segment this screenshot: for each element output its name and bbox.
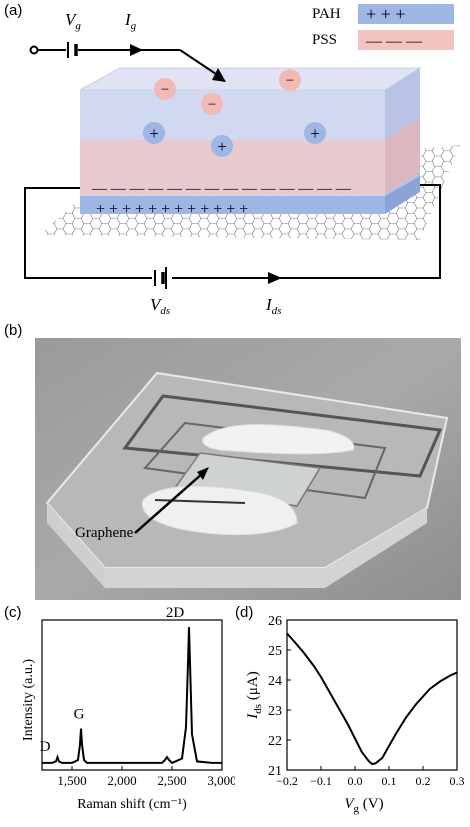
raman-line	[42, 627, 222, 765]
svg-text:+: +	[310, 124, 320, 143]
bottom-electrode	[141, 485, 298, 536]
x-tick-label: 2,000	[107, 773, 136, 788]
panel-b-label: (b)	[4, 322, 23, 339]
x-tick-label: 0.3	[450, 774, 465, 788]
x-tick-label: −0.2	[276, 774, 298, 788]
pss-layer-side	[385, 118, 420, 195]
positive-ions: + + +	[143, 122, 326, 157]
legend-pah-swatch	[358, 4, 454, 24]
transfer-line	[286, 632, 458, 766]
y-tick-label: 25	[268, 644, 282, 659]
y-tick-label: 21	[268, 764, 282, 779]
gate-line-arrowhead	[212, 68, 226, 82]
peak-label-g: G	[74, 707, 85, 723]
x-tick-label: 3,000	[207, 773, 235, 788]
plot-frame	[41, 619, 223, 771]
top-electrode	[202, 424, 355, 455]
pah-layer-side	[385, 176, 420, 214]
svg-text:+: +	[217, 137, 227, 156]
gate-voltage-label: Vg	[65, 10, 81, 32]
svg-text:−: −	[286, 73, 294, 89]
panel-c-label: (c)	[4, 604, 22, 621]
gate-circuit	[29, 42, 223, 79]
device-photograph	[35, 338, 461, 600]
x-tick-label: 0.2	[416, 774, 431, 788]
pss-charge-row: — — — — — — — — — — — — — —	[91, 181, 352, 197]
negative-ions: − − −	[154, 69, 301, 115]
ds-current-arrow	[268, 272, 282, 284]
ds-voltage-label: Vds	[150, 295, 170, 317]
legend-pah-symbols: + + +	[366, 4, 405, 24]
panel-d-transfer: (d) −0.2 −0.1 0.0 0.1 0.2 0.3 21 22 23 24 25 26 Vg (…	[235, 602, 470, 822]
y-tick-label: 26	[268, 614, 282, 629]
x-tick-label: 0.0	[348, 774, 363, 788]
peak-label-d: D	[40, 739, 51, 755]
ds-current-label: Ids	[265, 295, 281, 317]
device-schematic: — — — — — — — — — — — — — — + + + + + + …	[24, 4, 460, 317]
legend-pah-label: PAH	[312, 6, 341, 22]
graphene-pointer	[134, 472, 204, 534]
panel-a-schematic: (a) — — — — — — — — — — — — — — + + + + …	[0, 0, 470, 320]
x-tick-label: −0.1	[310, 774, 332, 788]
graphene-pointer-head	[197, 467, 209, 480]
pah-layer	[80, 196, 385, 214]
x-axis-label: Vg (V)	[344, 796, 383, 815]
y-tick-label: 23	[268, 704, 282, 719]
graphene-annotation: Graphene	[75, 525, 134, 541]
x-tick-label: 2,500	[157, 773, 186, 788]
transfer-curve-chart: −0.2 −0.1 0.0 0.1 0.2 0.3 21 22 23 24 25 26 Vg (V) Id…	[245, 614, 465, 815]
drain-source-circuit	[24, 184, 441, 289]
x-tick-label: 0.1	[382, 774, 397, 788]
y-axis-label: Ids (μA)	[245, 671, 264, 719]
panel-d-label: (d)	[235, 604, 254, 621]
legend-pss-swatch	[358, 30, 454, 50]
layer-legend: PAH + + + PSS — — —	[312, 4, 454, 50]
pah-charge-row: + + + + + + + + + + + +	[96, 201, 248, 218]
panel-b-photo: (b) G	[0, 320, 470, 602]
legend-pss-symbols: — — —	[365, 33, 423, 50]
x-tick-label: 1,500	[57, 773, 86, 788]
panel-a-label: (a)	[4, 2, 23, 19]
x-axis-label: Raman shift (cm⁻¹)	[77, 797, 187, 812]
svg-text:−: −	[161, 82, 169, 98]
gel-top-face	[79, 67, 422, 91]
y-axis-label: Intensity (a.u.)	[21, 659, 36, 741]
legend-pss-label: PSS	[312, 32, 337, 48]
y-tick-label: 24	[268, 674, 282, 689]
svg-text:−: −	[208, 97, 216, 113]
y-tick-label: 22	[268, 734, 282, 749]
peak-label-2d: 2D	[166, 605, 185, 621]
gate-current-arrow	[130, 44, 143, 56]
gate-current-label: Ig	[124, 10, 137, 32]
plot-frame	[286, 619, 458, 771]
svg-text:+: +	[149, 124, 159, 143]
outer-channel	[122, 394, 443, 478]
